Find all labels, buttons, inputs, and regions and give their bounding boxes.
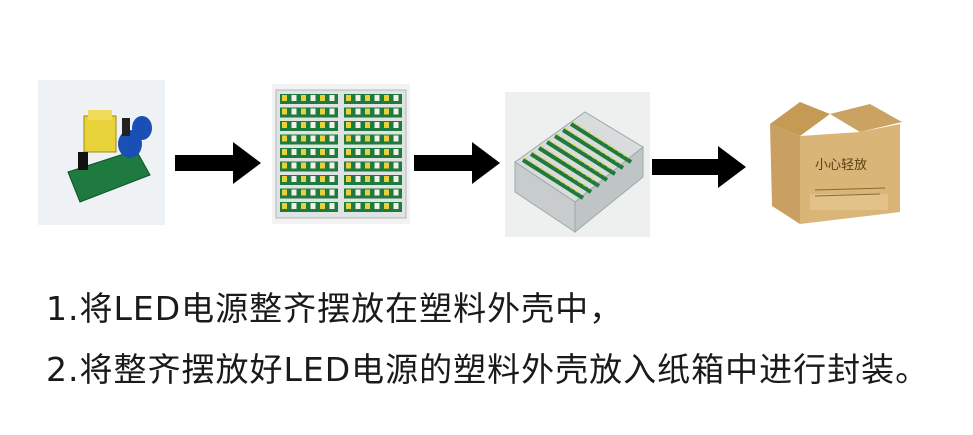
cardboard-box-photo: 小心轻放 bbox=[760, 84, 910, 234]
step-1-caption: 1.将LED电源整齐摆放在塑料外壳中， bbox=[46, 289, 624, 328]
stacked-trays-photo bbox=[505, 92, 650, 237]
led-power-module-photo bbox=[38, 80, 165, 225]
arrow-right-icon bbox=[414, 142, 500, 184]
arrow-right-icon bbox=[652, 146, 746, 188]
box-label-text: 小心轻放 bbox=[815, 158, 868, 173]
step-2-caption: 2.将整齐摆放好LED电源的塑料外壳放入纸箱中进行封装。 bbox=[46, 350, 930, 389]
modules-in-plastic-tray-photo bbox=[272, 84, 410, 224]
arrow-right-icon bbox=[175, 142, 261, 184]
